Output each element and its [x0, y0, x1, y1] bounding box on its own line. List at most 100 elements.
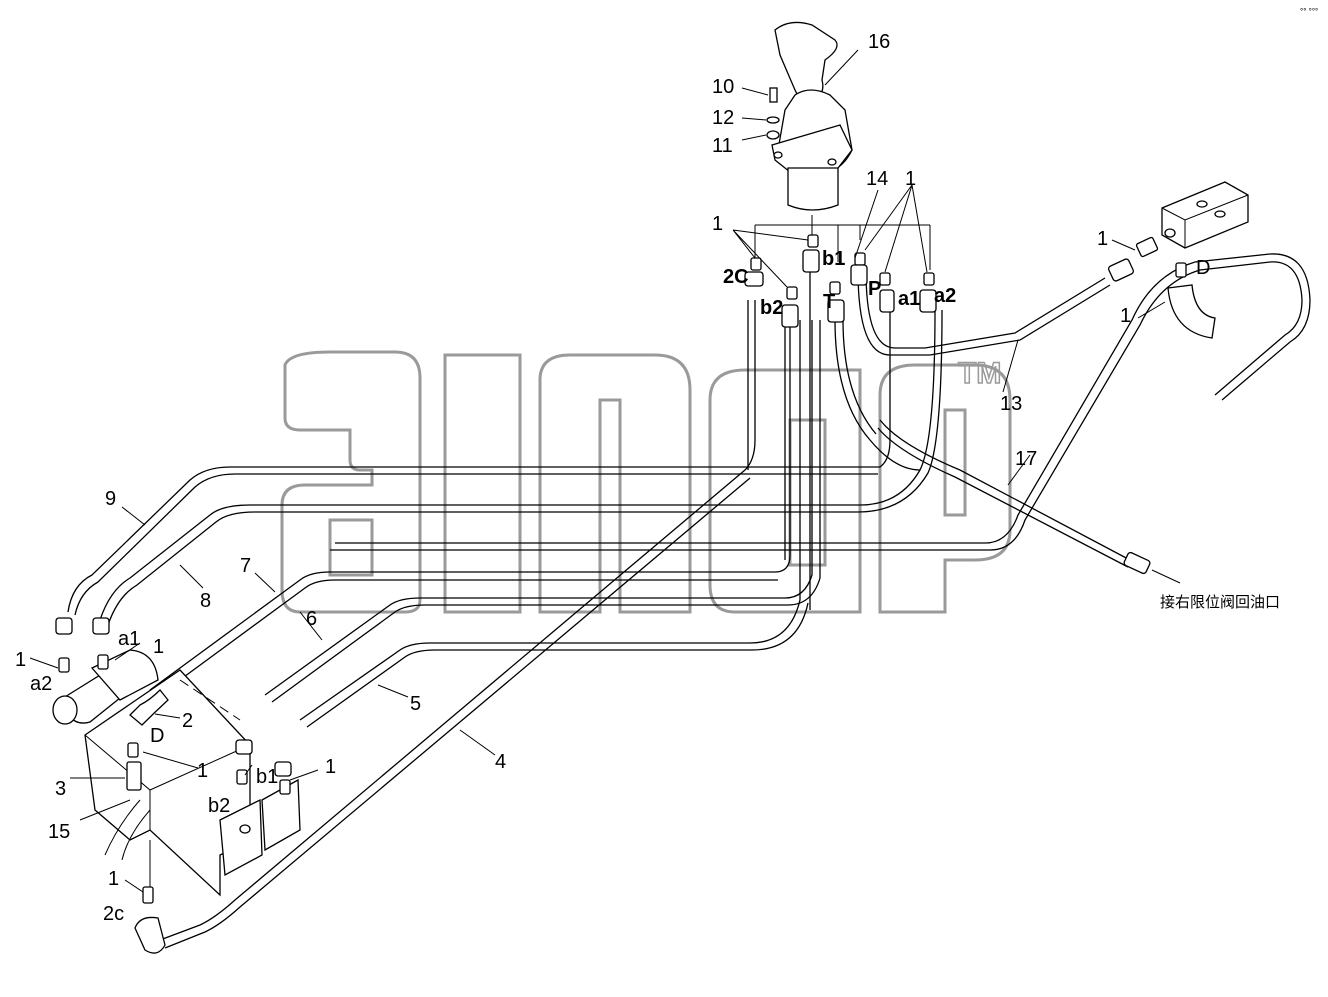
label-port-2c: 2c: [103, 903, 124, 925]
port-tree: [754, 215, 931, 270]
label-13: 13: [1000, 393, 1022, 415]
washer-12: [766, 116, 780, 124]
port-b2-hole: [239, 824, 251, 834]
fitting-1: [279, 779, 291, 795]
elbow-2c: [134, 916, 166, 954]
label-1-top-right: 1: [905, 168, 916, 190]
port-label-b1: b1: [822, 248, 845, 270]
hose-6-inner: [271, 320, 821, 703]
port-label-2c: 2C: [723, 266, 749, 288]
hose-6: [264, 320, 813, 696]
hose-5-inner: [306, 602, 809, 728]
label-4: 4: [495, 751, 506, 773]
hose-t-vertical: [834, 319, 921, 471]
hose-p-vertical-inner: [865, 269, 1106, 349]
hose-p-vertical: [857, 269, 1111, 356]
fitting-a2-nut: [55, 617, 73, 635]
label-14: 14: [866, 168, 888, 190]
label-15: 15: [48, 821, 70, 843]
hose-7: [149, 310, 791, 691]
label-10: 10: [712, 76, 734, 98]
note-return-port: 接右限位阀回油口: [1160, 594, 1280, 611]
right-block-assembly: 1 D 1 13 17 接右限位阀回油口 °° °°°: [1000, 7, 1318, 611]
fitting-1-nut: [274, 761, 292, 777]
label-port-d-right: D: [1196, 257, 1210, 279]
mount-hole: [827, 158, 837, 166]
label-port-b2: b2: [208, 795, 230, 817]
fitting-d: [127, 742, 139, 758]
hose-t-vertical-inner: [842, 319, 877, 435]
label-1-b1: 1: [325, 756, 336, 778]
fitting-a1: [97, 654, 109, 670]
drain-hose: [104, 799, 151, 861]
fitting-b1-nut: [235, 739, 253, 755]
port-label-t: T: [823, 291, 835, 313]
port-label-a2: a2: [934, 285, 956, 307]
hose-bundle: [67, 253, 1311, 949]
port-label-a1: a1: [898, 288, 920, 310]
label-16: 16: [868, 31, 890, 53]
label-1-top-left: 1: [712, 213, 723, 235]
label-1-a1: 1: [153, 636, 164, 658]
washer-11: [766, 130, 780, 140]
watermark-logo: TM: [280, 350, 1012, 614]
fitting-b1: [236, 769, 248, 785]
corner-mark: °° °°°: [1300, 7, 1318, 16]
elbow-fitting-d: [1175, 262, 1187, 278]
hose-9: [67, 310, 891, 613]
joystick-body: [787, 167, 839, 211]
hose-4-inner: [164, 477, 751, 949]
hose-long-right-inner: [335, 253, 1311, 544]
label-2: 2: [182, 710, 193, 732]
control-valve-assembly: 1 a2 a1 1 2 D 1 3 15 b1 1 b2 1 2c: [15, 617, 336, 954]
fitting-2c: [142, 886, 154, 904]
hose-7-inner: [157, 579, 778, 697]
pilot-module-b2: [219, 798, 263, 877]
label-12: 12: [712, 107, 734, 129]
screw-10: [769, 87, 778, 103]
block-port: [1214, 210, 1226, 218]
hose-17-inner: [877, 427, 1129, 568]
joystick-assembly: 10 12 11 16 14 1 1 2C b1 b2 T P a1 a2: [712, 21, 956, 328]
hose-9-inner: [74, 473, 878, 616]
right-leaders: [1002, 239, 1166, 393]
elbow-2: [129, 689, 169, 726]
block-fitting: [1135, 236, 1159, 258]
label-7: 7: [240, 555, 251, 577]
label-1-2c: 1: [108, 868, 119, 890]
mount-hole: [773, 151, 783, 159]
block-port: [1196, 200, 1208, 208]
trademark-mark: TM: [958, 357, 1001, 390]
label-port-b1: b1: [256, 766, 278, 788]
port-label-p: P: [868, 278, 881, 300]
valve-leaders: [29, 642, 319, 893]
label-5: 5: [410, 693, 421, 715]
label-1-a2: 1: [15, 649, 26, 671]
hose-4: [159, 300, 756, 941]
hose-17: [879, 419, 1131, 561]
label-9: 9: [105, 488, 116, 510]
hose-8-inner: [107, 309, 943, 626]
label-3: 3: [55, 778, 66, 800]
return-fitting: [1123, 551, 1151, 575]
fitting-a2: [58, 657, 70, 673]
joystick-leaders: [732, 49, 928, 288]
label-port-a1: a1: [118, 628, 140, 650]
label-1-elbow: 1: [1120, 305, 1131, 327]
valve-block: [1161, 181, 1249, 249]
spool-end: [52, 695, 78, 725]
port-label-b2: b2: [760, 297, 783, 319]
label-port-a2: a2: [30, 673, 52, 695]
hose-8: [99, 309, 936, 621]
joystick-handle: [774, 21, 838, 101]
hose-5: [299, 320, 801, 721]
hose-labels: 9 8 7 6 5 4: [105, 488, 506, 773]
block-port: [1164, 228, 1176, 238]
elbow-90: [1167, 284, 1216, 339]
label-port-d: D: [150, 725, 164, 747]
block-fitting-nut: [1107, 258, 1135, 282]
part-3-adapter: [126, 761, 142, 791]
label-1-d: 1: [197, 760, 208, 782]
